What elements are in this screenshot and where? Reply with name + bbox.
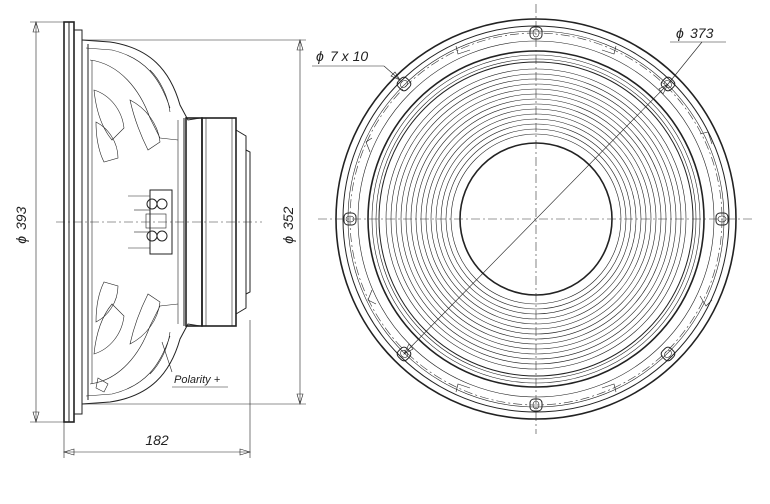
bolt-circle-value: 373 bbox=[690, 25, 714, 41]
front-view: ϕ 373 ϕ 7 x 10 bbox=[312, 4, 754, 434]
svg-text:ϕ: ϕ bbox=[280, 236, 296, 244]
terminal-block bbox=[128, 189, 173, 255]
side-view: Polarity + ϕ 393 ϕ 352 182 bbox=[13, 20, 306, 458]
svg-text:ϕ: ϕ bbox=[13, 236, 29, 244]
mounting-hole bbox=[660, 346, 676, 362]
mounting-hole-value: 7 x 10 bbox=[330, 48, 368, 64]
baffle-cutout-value: 352 bbox=[280, 206, 296, 230]
dim-line-mounting-hole bbox=[383, 65, 401, 81]
depth-value: 182 bbox=[145, 432, 169, 448]
overall-diameter-value: 393 bbox=[13, 206, 29, 230]
basket-top bbox=[81, 39, 201, 121]
basket-bottom bbox=[81, 323, 201, 405]
dim-line-bolt-circle bbox=[403, 83, 669, 355]
svg-text:ϕ: ϕ bbox=[316, 48, 324, 64]
svg-text:ϕ: ϕ bbox=[676, 25, 684, 41]
polarity-label: Polarity + bbox=[174, 374, 221, 386]
